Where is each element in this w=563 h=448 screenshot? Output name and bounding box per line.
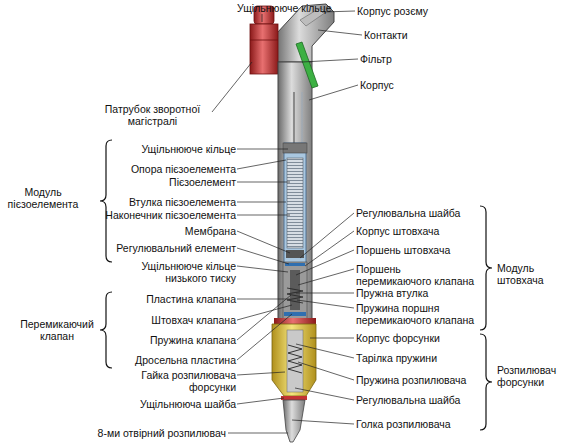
leader-line bbox=[237, 149, 288, 150]
part-label: Пружина розпилювача bbox=[356, 374, 486, 386]
leader-line bbox=[237, 295, 291, 340]
part-label: Регулювальна шайба bbox=[356, 207, 486, 219]
piezo-support bbox=[283, 143, 307, 153]
leader-line bbox=[296, 293, 354, 294]
sealing-washer bbox=[281, 396, 307, 400]
part-label: Регулювальний елемент bbox=[96, 242, 236, 254]
leader-line bbox=[295, 388, 354, 400]
bracket bbox=[480, 334, 492, 430]
part-label: Голка розпилювача bbox=[356, 418, 486, 430]
leader-line bbox=[237, 231, 290, 253]
leader-line bbox=[237, 305, 292, 320]
leader-line bbox=[228, 433, 288, 434]
part-label: Контакти bbox=[364, 29, 464, 41]
group-label: Розпилювач форсунки bbox=[497, 364, 561, 388]
leader-line bbox=[237, 248, 289, 264]
leader-line bbox=[310, 338, 354, 339]
fuel-bore bbox=[293, 92, 295, 143]
group-brackets bbox=[100, 140, 492, 430]
group-label: Модуль пієзоелемента bbox=[2, 186, 84, 210]
leader-line bbox=[237, 182, 290, 183]
leader-line bbox=[237, 299, 290, 300]
part-label: Ущільнююче кільце bbox=[237, 2, 357, 14]
leader-line bbox=[237, 372, 285, 375]
leader-line bbox=[237, 202, 286, 203]
port-detail bbox=[250, 40, 278, 41]
leader-line bbox=[300, 213, 354, 258]
return-port bbox=[250, 24, 278, 74]
leader-line bbox=[298, 362, 354, 380]
part-label: Регулювальна шайба bbox=[356, 394, 486, 406]
part-label: Пієзоелемент bbox=[96, 176, 236, 188]
part-label: Корпус форсунки bbox=[356, 332, 486, 344]
piezo-stack bbox=[287, 158, 303, 248]
filter bbox=[296, 42, 318, 88]
part-label: Наконечник пієзоелемента bbox=[96, 209, 236, 221]
bracket bbox=[100, 292, 112, 368]
leader-line bbox=[237, 314, 292, 360]
part-label: Ущільнююче кільце bbox=[96, 143, 236, 155]
part-label: Поршень штовхача bbox=[356, 244, 486, 256]
piezo-sleeve bbox=[284, 143, 306, 263]
part-label: Пластина клапана bbox=[96, 293, 236, 305]
leader-line bbox=[237, 160, 286, 169]
nozzle-core bbox=[287, 330, 303, 392]
part-label: Втулка пієзоелемента bbox=[96, 196, 236, 208]
part-label: Фільтр bbox=[360, 53, 460, 65]
part-label: Поршень перемикаючого клапана bbox=[356, 263, 478, 287]
nozzle-nut bbox=[272, 324, 316, 396]
part-label: Пружина клапана bbox=[96, 334, 236, 346]
part-label: Корпус bbox=[360, 79, 460, 91]
bracket bbox=[480, 206, 492, 330]
leader-line bbox=[237, 266, 288, 272]
part-label: Тарілка пружини bbox=[356, 352, 486, 364]
part-label: Ущільнююча шайба bbox=[96, 398, 236, 410]
leader-line bbox=[309, 85, 358, 100]
leader-line bbox=[296, 344, 354, 358]
leader-line bbox=[212, 62, 252, 112]
leader-line bbox=[318, 30, 362, 35]
nozzle-spring bbox=[288, 345, 302, 373]
leader-line bbox=[292, 420, 354, 424]
part-label: Корпус розєму bbox=[357, 5, 477, 17]
part-label: Корпус штовхача bbox=[356, 225, 486, 237]
part-label: Дросельна пластина bbox=[96, 354, 236, 366]
part-label: Патрубок зворотної магістралі bbox=[95, 103, 210, 127]
nozzle-tip bbox=[283, 400, 305, 442]
part-label: Опора пієзоелемента bbox=[96, 163, 236, 175]
leader-line bbox=[302, 59, 358, 62]
part-label: Гайка розпилювача форсунки bbox=[136, 369, 236, 393]
leader-line bbox=[298, 269, 354, 285]
bracket bbox=[100, 140, 112, 262]
part-label: Пружна втулка bbox=[356, 287, 486, 299]
injector-body bbox=[278, 62, 312, 322]
group-label: Перемикаючий клапан bbox=[16, 318, 98, 342]
part-label: Штовхач клапана bbox=[96, 314, 236, 326]
leader-line bbox=[297, 300, 354, 308]
part-label: Ущільнююче кільце низького тиску bbox=[136, 260, 236, 284]
leader-line bbox=[237, 215, 290, 216]
leader-line bbox=[237, 398, 284, 404]
part-label: 8-ми отвірний розпилювач bbox=[86, 427, 226, 439]
pusher-module bbox=[283, 262, 307, 322]
group-label: Модуль штовхача bbox=[497, 262, 561, 286]
leader-line bbox=[262, 14, 263, 22]
throttle-plate bbox=[284, 312, 306, 316]
part-label: Мембрана bbox=[96, 225, 236, 237]
part-label: Пружина поршня перемикаючого клапана bbox=[356, 302, 481, 326]
